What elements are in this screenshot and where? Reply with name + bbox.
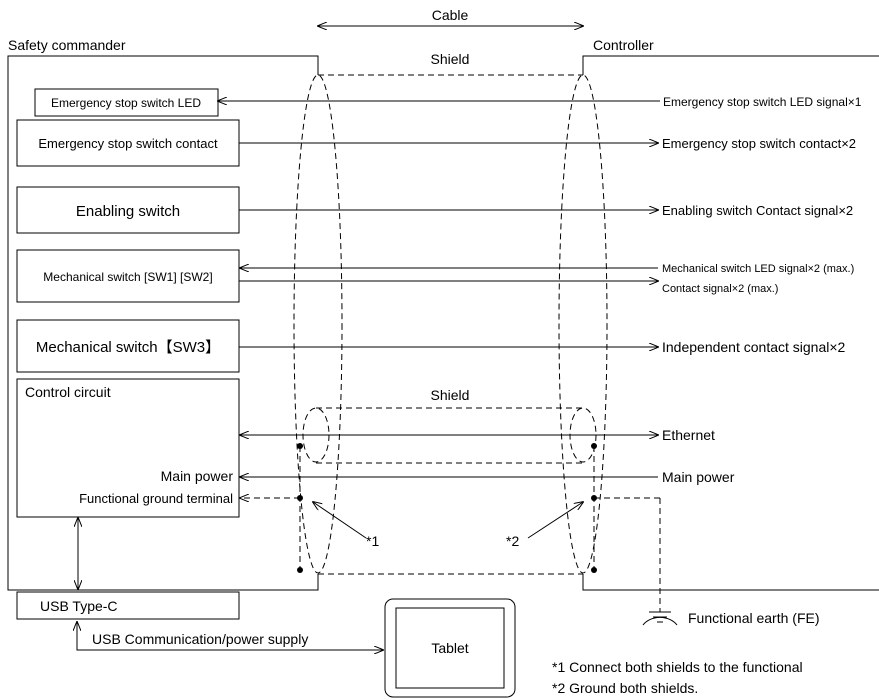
fe-label: Functional earth (FE): [688, 610, 820, 626]
callout-2-label: *2: [506, 533, 519, 549]
shield-outer-left-ellipse: [293, 74, 343, 574]
usb-comm-line: [77, 622, 383, 650]
callout-1-pointer: [313, 502, 367, 539]
estop-contact-box: [16, 119, 240, 167]
estop-led-signal-label: Emergency stop switch LED signal×1: [663, 95, 862, 109]
mech-sw3-label: Mechanical switch【SW3】: [36, 339, 220, 356]
junction-dot: [591, 567, 597, 573]
callout-2-pointer: [527, 502, 583, 539]
junction-dot: [297, 495, 303, 501]
mech-sw12-label: Mechanical switch [SW1] [SW2]: [43, 270, 212, 284]
shield-outer-right-ellipse: [558, 74, 608, 574]
enabling-switch-label: Enabling switch: [76, 203, 180, 220]
estop-contact-signal-label: Emergency stop switch contact×2: [662, 136, 856, 151]
cable-label: Cable: [432, 7, 469, 23]
tablet-screen: [395, 607, 505, 689]
note-2: *2 Ground both shields.: [552, 680, 698, 696]
control-circuit-label: Control circuit: [25, 384, 111, 400]
safety-commander-label: Safety commander: [8, 37, 126, 53]
controller-frame-bottom: [582, 574, 879, 591]
estop-led-label: Emergency stop switch LED: [51, 96, 201, 110]
usb-typec-label: USB Type-C: [40, 598, 118, 614]
junction-dot: [591, 495, 597, 501]
estop-contact-label: Emergency stop switch contact: [38, 136, 218, 151]
functional-earth-icon: [642, 611, 678, 626]
enabling-signal-label: Enabling switch Contact signal×2: [662, 203, 853, 218]
safety-commander-frame: [7, 55, 319, 591]
note-1: *1 Connect both shields to the functiona…: [552, 659, 803, 675]
controller-label: Controller: [593, 37, 654, 53]
main-power-signal-label: Main power: [662, 469, 735, 485]
mech-sw3-box: [16, 319, 240, 373]
fg-terminal-label: Functional ground terminal: [79, 491, 233, 506]
independent-signal-label: Independent contact signal×2: [662, 339, 846, 355]
mech-sw12-box: [16, 249, 240, 303]
usb-typec-box: [16, 591, 240, 620]
tablet-label: Tablet: [431, 640, 468, 656]
control-circuit-box: [16, 378, 240, 518]
usb-comm-label: USB Communication/power supply: [92, 631, 308, 647]
enabling-switch-box: [16, 186, 240, 234]
mech-led-signal-label: Mechanical switch LED signal×2 (max.): [662, 263, 854, 275]
mech-contact-signal-label: Contact signal×2 (max.): [662, 283, 778, 295]
junction-dot: [591, 443, 597, 449]
ethernet-label: Ethernet: [662, 427, 715, 443]
shield-outer-label: Shield: [431, 51, 470, 67]
junction-dot: [297, 443, 303, 449]
controller-frame-top: [582, 55, 879, 75]
junction-dot: [297, 567, 303, 573]
shield-inner-label: Shield: [431, 387, 470, 403]
callout-1-label: *1: [366, 533, 379, 549]
main-power-inner-label: Main power: [161, 468, 234, 484]
